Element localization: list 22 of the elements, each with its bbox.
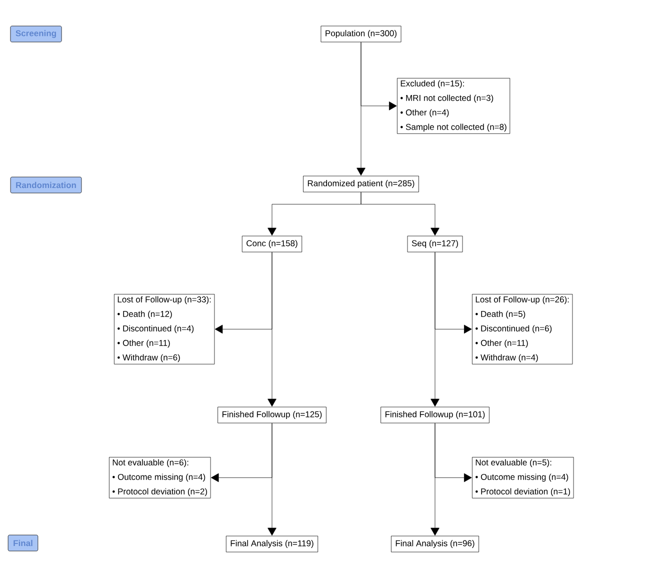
exclusion-box: Excluded (n=15): • MRI not collected (n=3) • Other (n=4) • Sample not collected (n=8) bbox=[397, 78, 510, 134]
arrow bbox=[360, 192, 440, 236]
arrow bbox=[268, 252, 276, 407]
flow-box: Randomized patient (n=285) bbox=[303, 176, 419, 192]
flow-box: Seq (n=127) bbox=[407, 236, 463, 252]
stage-label: Final bbox=[8, 534, 38, 552]
exclusion-box: Not evaluable (n=6): • Outcome missing (n=4) • Protocol deviation (n=2) bbox=[109, 457, 211, 498]
flow-box: Conc (n=158) bbox=[242, 236, 302, 252]
flow-box: Finished Followup (n=125) bbox=[218, 406, 326, 424]
flow-box: Final Analysis (n=96) bbox=[391, 536, 479, 552]
arrow bbox=[268, 423, 276, 536]
stage-label: Screening bbox=[10, 26, 62, 42]
flow-box: Population (n=300) bbox=[320, 26, 402, 42]
arrow bbox=[430, 423, 440, 536]
flow-box: Final Analysis (n=119) bbox=[226, 536, 318, 552]
exclusion-box: Lost of Follow-up (n=33): • Death (n=12) • Discontinued (n=4) • Other (n=11) • Withdraw (n=6) bbox=[114, 294, 215, 364]
arrow bbox=[356, 42, 366, 176]
exclusion-box: Lost of Follow-up (n=26): • Death (n=5) • Discontinued (n=6) • Other (n=11) • Withdraw (n=4) bbox=[472, 294, 573, 364]
flow-box: Finished Followup (n=101) bbox=[380, 406, 490, 424]
exclusion-box: Not evaluable (n=5): • Outcome missing (n=4) • Protocol deviation (n=1) bbox=[472, 457, 574, 498]
stage-label: Randomization bbox=[10, 176, 82, 194]
arrow bbox=[430, 252, 440, 407]
